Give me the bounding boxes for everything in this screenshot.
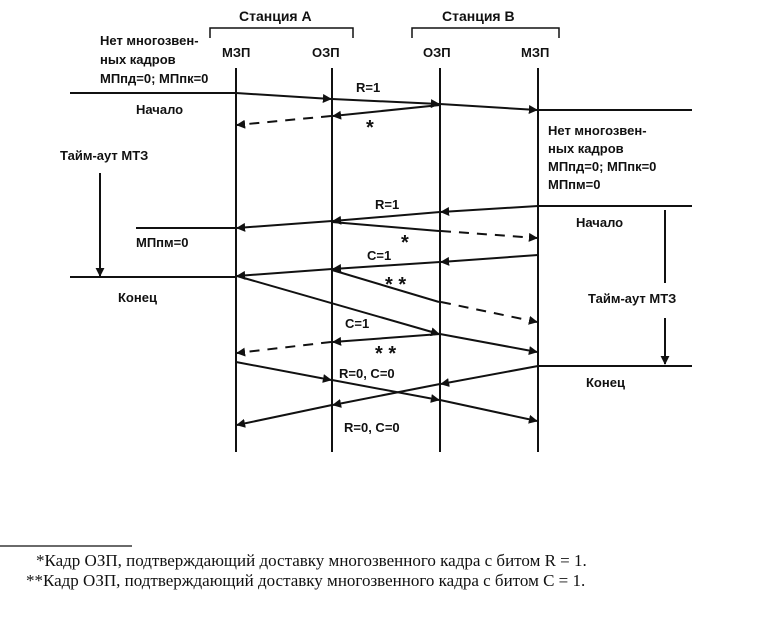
left-status-line1: Нет многозвен-	[100, 33, 199, 48]
star-mark-1: *	[366, 117, 374, 139]
column-a-ozp: ОЗП	[312, 45, 340, 60]
station-a-bracket	[209, 27, 354, 38]
msg-r0c0-b-to-a	[332, 383, 441, 408]
msg-r0c0-b-label: R=0, C=0	[344, 420, 400, 435]
msg-ack-a-dashed	[236, 115, 332, 129]
msg-r1-b-to-a	[332, 211, 441, 225]
star-mark-4: * *	[375, 343, 396, 365]
msg-c1-b-to-a	[332, 261, 441, 273]
msg-a-ozp-to-a-mzp-final	[236, 404, 333, 428]
star-mark-3: * *	[385, 274, 406, 296]
footnote-2: **Кадр ОЗП, подтверждающий доставку мног…	[26, 571, 585, 590]
left-start-label: Начало	[136, 102, 183, 117]
msg-a-mzp-to-ozp-start	[235, 92, 332, 103]
right-timeout-label: Тайм-аут МТЗ	[588, 291, 676, 306]
msg-r1-a-label: R=1	[356, 80, 380, 95]
msg-b-mzp-to-ozp-c1	[440, 254, 539, 266]
msg-r0c0-a-to-b	[331, 379, 440, 403]
footnote-1: *Кадр ОЗП, подтверждающий доставку много…	[36, 551, 587, 570]
column-b-ozp: ОЗП	[423, 45, 451, 60]
msg-c1-b-label: C=1	[345, 316, 369, 331]
msg-b-ozp-to-mzp	[439, 103, 538, 114]
msg-ack-c1-a-dashed	[236, 341, 332, 357]
star-mark-2: *	[401, 232, 409, 254]
right-status-line2: ных кадров	[548, 141, 624, 156]
left-timeout-label: Тайм-аут МТЗ	[60, 148, 148, 163]
left-status-line3: МПпд=0; МПпк=0	[100, 71, 208, 86]
column-b-mzp: МЗП	[521, 45, 549, 60]
msg-ack-a-to-b-c1	[331, 269, 440, 303]
msg-ack-c1-b-to-a	[332, 333, 441, 346]
msg-ack-a-to-b-r1	[331, 221, 440, 232]
right-start-label: Начало	[576, 215, 623, 230]
msg-b-ozp-to-b-mzp-cross	[439, 333, 538, 355]
left-mppm-label: МПпм=0	[136, 235, 188, 250]
station-b-bracket	[411, 27, 560, 38]
right-status-line1: Нет многозвен-	[548, 123, 647, 138]
msg-b-ozp-to-b-mzp-final	[439, 399, 538, 424]
station-b-label: Станция В	[442, 8, 515, 24]
msg-b-mzp-to-ozp-r1	[440, 205, 539, 216]
left-status-line2: ных кадров	[100, 52, 176, 67]
msg-r1-a-to-b	[331, 98, 440, 109]
msg-a-ozp-to-mzp-c1	[236, 268, 333, 280]
msg-ack-b-dashed-c1	[440, 301, 538, 325]
msg-a-mzp-to-a-ozp-final	[235, 361, 332, 383]
station-a-label: Станция А	[239, 8, 312, 24]
msg-a-mzp-to-b-ozp-cross	[236, 275, 440, 337]
msg-ack-b-to-a	[332, 104, 441, 120]
msg-r0c0-a-label: R=0, C=0	[339, 366, 395, 381]
right-status-line3: МПпд=0; МПпк=0	[548, 159, 656, 174]
column-a-mzp: МЗП	[222, 45, 250, 60]
msg-r1-b-label: R=1	[375, 197, 399, 212]
right-status-line4: МПпм=0	[548, 177, 600, 192]
msg-ack-b-dashed-r1	[440, 230, 538, 242]
msg-a-ozp-to-mzp-r1	[236, 220, 333, 232]
left-end-label: Конец	[118, 290, 157, 305]
msg-b-mzp-to-b-ozp-final	[440, 365, 539, 387]
right-end-label: Конец	[586, 375, 625, 390]
msg-c1-a-label: C=1	[367, 248, 391, 263]
